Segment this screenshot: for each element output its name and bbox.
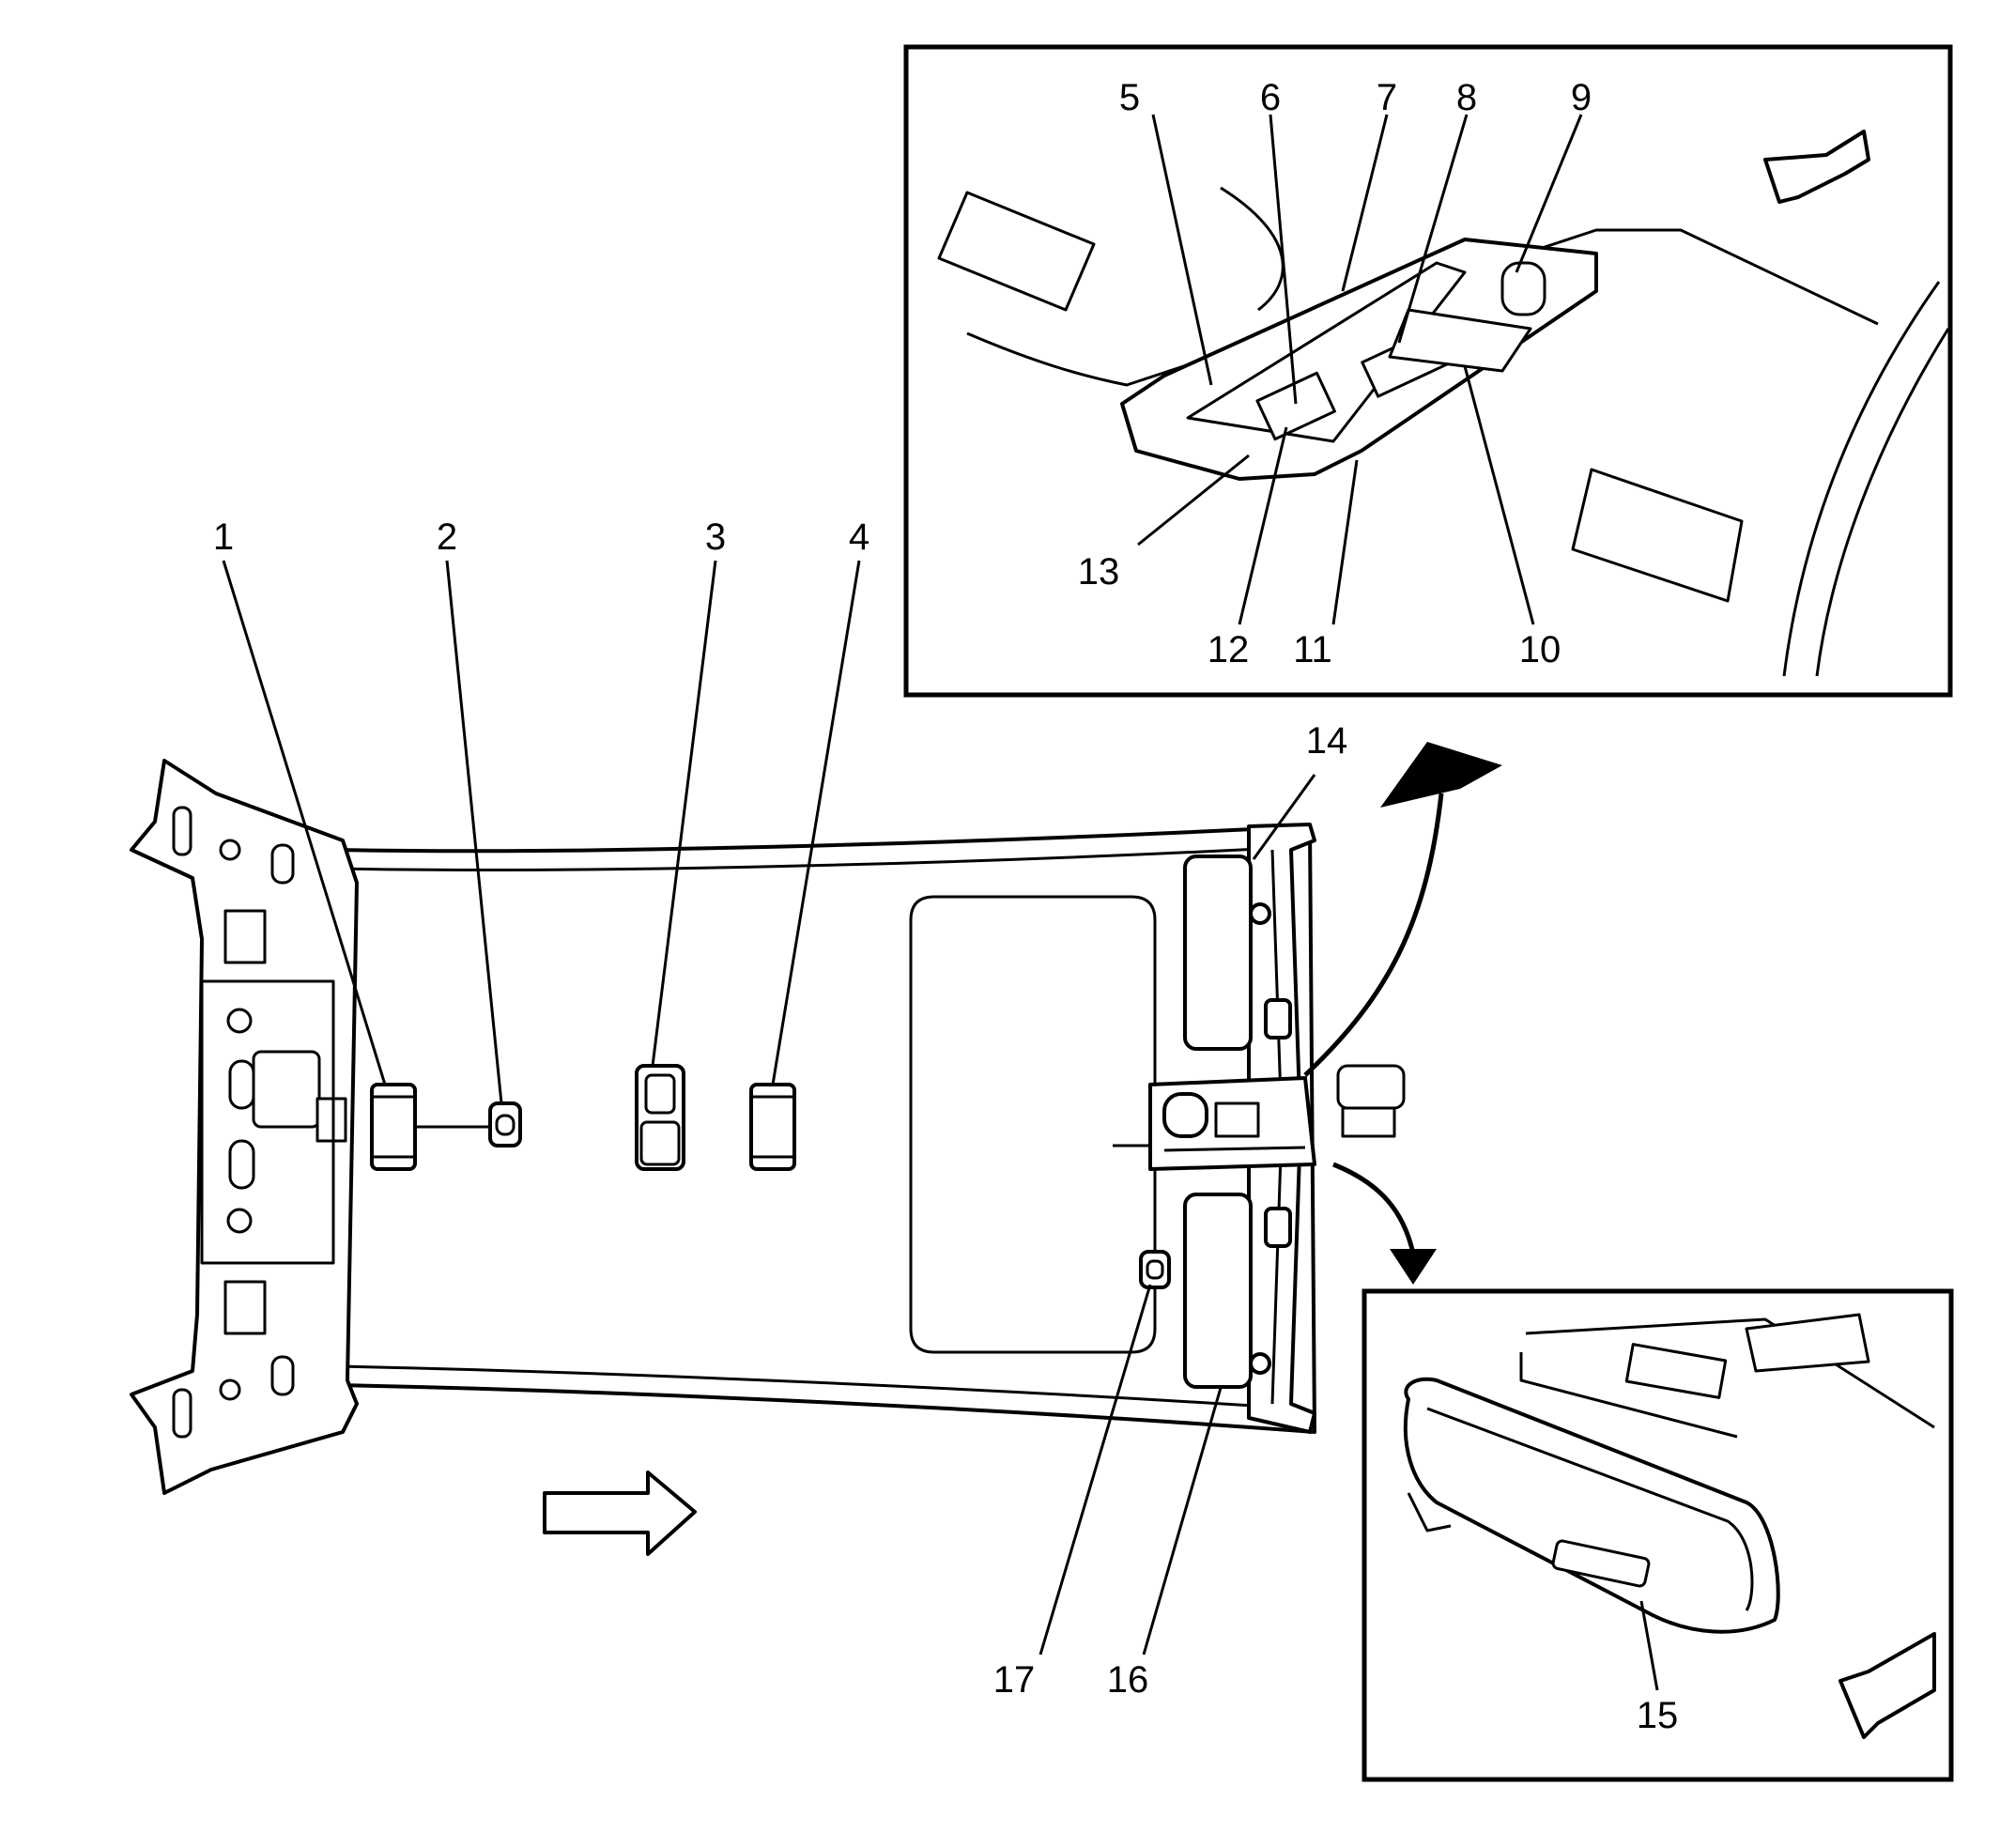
forward-arrow-icon bbox=[543, 1471, 697, 1556]
roof-part-2 bbox=[488, 1101, 522, 1147]
callout-14: 14 bbox=[1306, 720, 1348, 762]
callout-10: 10 bbox=[1519, 629, 1562, 670]
leader-lines bbox=[222, 114, 1659, 1691]
callout-2: 2 bbox=[437, 516, 457, 558]
callout-labels: 1 2 3 4 5 6 7 8 9 10 11 12 13 14 15 16 1… bbox=[213, 77, 1678, 1736]
callout-8: 8 bbox=[1456, 77, 1477, 118]
roof-part-4 bbox=[749, 1083, 796, 1171]
roof-panel bbox=[336, 824, 1316, 1434]
roof-part-17 bbox=[1139, 1250, 1171, 1289]
callout-16: 16 bbox=[1107, 1659, 1149, 1701]
curved-arrow-to-top-inset bbox=[1303, 742, 1502, 1077]
sunshade-left bbox=[1183, 855, 1292, 1051]
callout-9: 9 bbox=[1571, 77, 1592, 118]
callout-12: 12 bbox=[1208, 629, 1250, 670]
rear-bulkhead bbox=[130, 759, 359, 1495]
overhead-console bbox=[1113, 1064, 1406, 1171]
inset-bottom-drawing bbox=[1403, 1313, 1935, 1634]
callout-7: 7 bbox=[1377, 77, 1397, 118]
roof-part-3 bbox=[635, 1064, 685, 1171]
inset-bottom-direction-arrow-icon bbox=[1838, 1632, 1936, 1739]
callout-6: 6 bbox=[1260, 77, 1281, 118]
callout-11: 11 bbox=[1293, 629, 1332, 670]
callout-3: 3 bbox=[705, 516, 726, 558]
curved-arrow-to-bottom-inset bbox=[1332, 1162, 1437, 1285]
callout-5: 5 bbox=[1119, 77, 1140, 118]
sunshade-right bbox=[1183, 1193, 1292, 1389]
callout-15: 15 bbox=[1637, 1695, 1679, 1736]
callout-4: 4 bbox=[849, 516, 869, 558]
callout-13: 13 bbox=[1078, 551, 1120, 593]
inset-top-direction-arrow-icon bbox=[1763, 130, 1870, 204]
roof-part-1 bbox=[370, 1083, 417, 1171]
rearview-mirror bbox=[1403, 1377, 1780, 1634]
callout-17: 17 bbox=[993, 1659, 1036, 1701]
callout-1: 1 bbox=[213, 516, 234, 558]
inset-top-drawing bbox=[937, 186, 1950, 677]
